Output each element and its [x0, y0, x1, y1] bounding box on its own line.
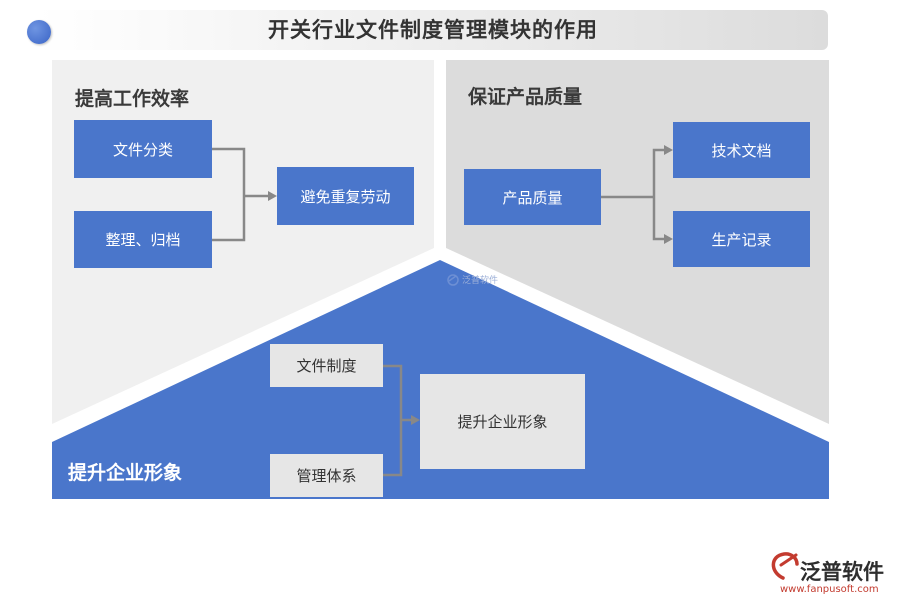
watermark-text: 泛普软件	[462, 276, 499, 286]
left-output: 避免重复劳动	[277, 167, 414, 225]
bottom-section-label: 提升企业形象	[68, 462, 183, 484]
right-arrowhead-bottom	[664, 234, 673, 244]
bottom-output: 提升企业形象	[420, 374, 585, 469]
logo-name: 泛普软件	[800, 560, 884, 584]
left-connector	[212, 147, 270, 242]
fanpu-logo-icon	[771, 552, 799, 580]
right-output-1: 技术文档	[673, 122, 810, 178]
title-bullet-icon	[27, 20, 51, 44]
bottom-input-2: 管理体系	[270, 454, 383, 497]
right-input: 产品质量	[464, 169, 601, 225]
right-output-2: 生产记录	[673, 211, 810, 267]
left-arrowhead	[268, 191, 277, 201]
right-section-label: 保证产品质量	[468, 86, 583, 108]
page-title: 开关行业文件制度管理模块的作用	[268, 17, 598, 42]
logo-url: www.fanpusoft.com	[780, 584, 879, 595]
title-bar	[38, 10, 828, 50]
watermark-logo-icon	[447, 274, 459, 286]
bottom-input-1: 文件制度	[270, 344, 383, 387]
left-section-label: 提高工作效率	[75, 88, 190, 110]
right-connector	[601, 148, 666, 241]
right-arrowhead-top	[664, 145, 673, 155]
bottom-arrowhead	[411, 415, 420, 425]
left-input-1: 文件分类	[74, 120, 212, 178]
left-input-2: 整理、归档	[74, 211, 212, 268]
